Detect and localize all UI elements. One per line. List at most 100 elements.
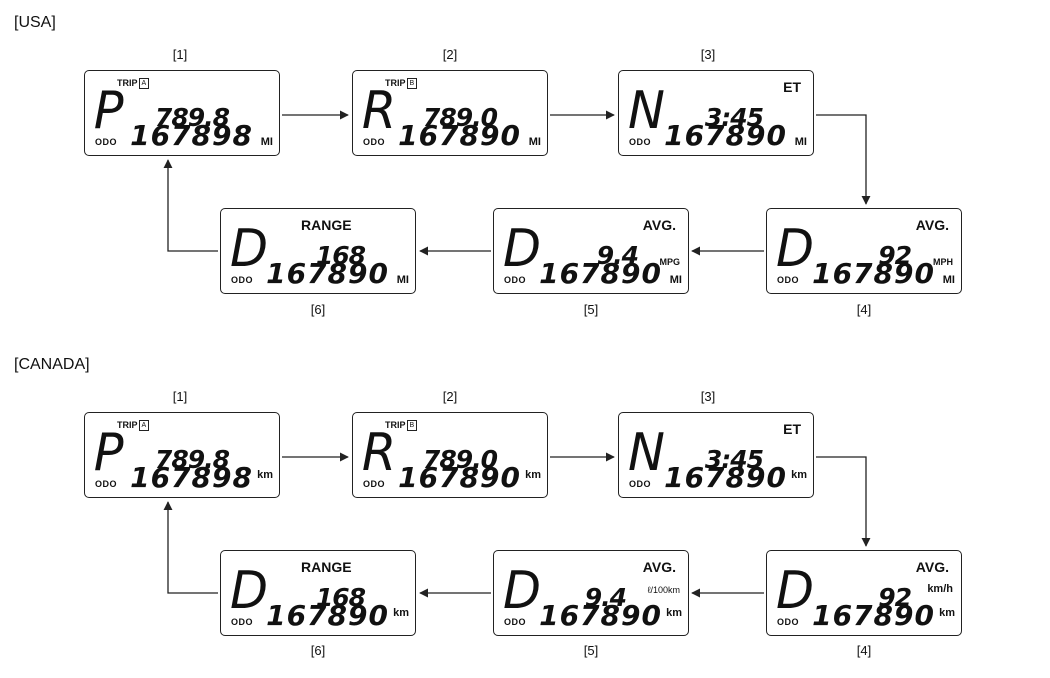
gear-indicator: P — [93, 423, 124, 483]
average-value: 9.4 — [596, 241, 639, 270]
gear-indicator: D — [503, 561, 542, 621]
panel-number: [5] — [583, 643, 599, 658]
gear-indicator: N — [627, 423, 665, 483]
odo-label: ODO — [504, 275, 527, 285]
gear-indicator: R — [361, 81, 397, 141]
gear-indicator: D — [230, 561, 269, 621]
odometer-unit: MI — [260, 136, 273, 148]
panel-number: [1] — [172, 389, 188, 404]
arrow-up — [163, 159, 218, 252]
odometer-value: 167890 — [539, 257, 662, 290]
arrow-down — [816, 114, 871, 205]
trip-value: 789.0 — [422, 103, 498, 132]
odometer-unit: km — [525, 469, 541, 481]
panel-number: [1] — [172, 47, 188, 62]
odometer-unit: MI — [528, 136, 541, 148]
gear-indicator: R — [361, 423, 397, 483]
mode-label: AVG. — [915, 559, 949, 575]
odo-label: ODO — [95, 479, 118, 489]
gear-indicator: D — [776, 219, 815, 279]
display-panel-canada-4: AVG. D 92 km/h ODO 167890 km — [766, 550, 962, 636]
odometer-value: 167890 — [266, 257, 389, 290]
odo-label: ODO — [629, 137, 652, 147]
display-panel-usa-4: AVG. D 92 MPH ODO 167890 MI — [766, 208, 962, 294]
panel-number: [2] — [442, 47, 458, 62]
average-value: 9.4 — [584, 583, 627, 612]
odo-label: ODO — [777, 275, 800, 285]
odo-label: ODO — [363, 479, 386, 489]
panel-number: [2] — [442, 389, 458, 404]
display-panel-canada-6: RANGE D 168 ODO 167890 km — [220, 550, 416, 636]
odometer-unit: MI — [669, 274, 682, 286]
odo-label: ODO — [231, 617, 254, 627]
display-panel-usa-5: AVG. D 9.4 MPG ODO 167890 MI — [493, 208, 689, 294]
gear-indicator: D — [776, 561, 815, 621]
odo-label: ODO — [95, 137, 118, 147]
odometer-unit: MI — [396, 274, 409, 286]
odometer-value: 167898 — [130, 461, 253, 494]
odometer-value: 167890 — [398, 119, 521, 152]
range-value: 168 — [315, 583, 366, 612]
odometer-unit: km — [939, 607, 955, 619]
odometer-value: 167898 — [130, 119, 253, 152]
elapsed-time-value: 3:45 — [704, 445, 764, 474]
average-unit: MPH — [933, 257, 953, 267]
odo-label: ODO — [777, 617, 800, 627]
mode-label: ET — [783, 79, 801, 95]
trip-value: 789.8 — [154, 445, 230, 474]
display-panel-usa-6: RANGE D 168 ODO 167890 MI — [220, 208, 416, 294]
gear-indicator: D — [503, 219, 542, 279]
gear-indicator: N — [627, 81, 665, 141]
odo-label: ODO — [363, 137, 386, 147]
average-unit: km/h — [927, 583, 953, 595]
odometer-value: 167890 — [266, 599, 389, 632]
mode-label: RANGE — [301, 217, 352, 233]
elapsed-time-value: 3:45 — [704, 103, 764, 132]
panel-number: [6] — [310, 643, 326, 658]
odometer-unit: km — [257, 469, 273, 481]
arrow-down — [816, 456, 871, 547]
display-panel-usa-3: ET N 3:45 ODO 167890 MI — [618, 70, 814, 156]
mode-label: ET — [783, 421, 801, 437]
odo-label: ODO — [504, 617, 527, 627]
odometer-unit: MI — [794, 136, 807, 148]
average-unit: ℓ/100km — [647, 585, 680, 595]
trip-id-box: B — [406, 420, 418, 431]
average-unit: MPG — [659, 257, 680, 267]
section-label-usa: [USA] — [14, 14, 56, 31]
odometer-value: 167890 — [664, 461, 787, 494]
mode-label: RANGE — [301, 559, 352, 575]
gear-indicator: D — [230, 219, 269, 279]
odometer-unit: km — [791, 469, 807, 481]
trip-value: 789.8 — [154, 103, 230, 132]
odo-label: ODO — [231, 275, 254, 285]
odometer-unit: km — [393, 607, 409, 619]
odometer-value: 167890 — [398, 461, 521, 494]
trip-id-box: B — [406, 78, 418, 89]
gear-indicator: P — [93, 81, 124, 141]
trip-id-box: A — [138, 420, 150, 431]
mode-label: AVG. — [642, 217, 676, 233]
odo-label: ODO — [629, 479, 652, 489]
average-speed-value: 92 — [878, 241, 912, 270]
odometer-unit: km — [666, 607, 682, 619]
mode-label: AVG. — [642, 559, 676, 575]
average-speed-value: 92 — [878, 583, 912, 612]
trip-value: 789.0 — [422, 445, 498, 474]
arrow-up — [163, 501, 218, 594]
odometer-value: 167890 — [812, 257, 935, 290]
panel-number: [5] — [583, 302, 599, 317]
panel-number: [6] — [310, 302, 326, 317]
section-label-canada: [CANADA] — [14, 356, 90, 373]
panel-number: [3] — [700, 389, 716, 404]
odometer-value: 167890 — [664, 119, 787, 152]
display-panel-canada-5: AVG. D 9.4 ℓ/100km ODO 167890 km — [493, 550, 689, 636]
odometer-unit: MI — [942, 274, 955, 286]
